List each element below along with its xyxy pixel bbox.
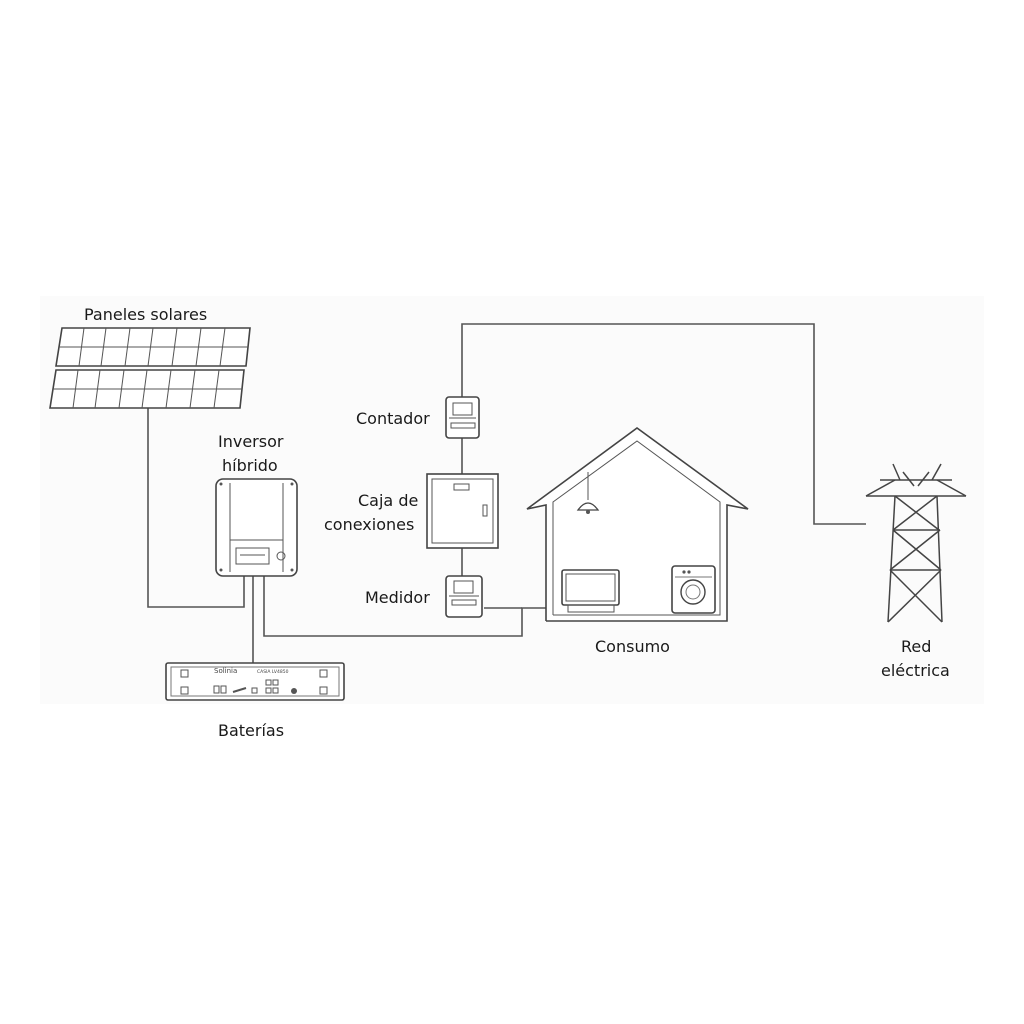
label-junction-line1: Caja de xyxy=(358,491,419,510)
battery-brand: Solinia xyxy=(214,667,237,675)
label-grid-line1: Red xyxy=(901,637,932,656)
label-solar-panels: Paneles solares xyxy=(84,305,208,324)
medidor-meter-icon xyxy=(445,575,483,618)
connection-lines xyxy=(147,323,866,663)
label-grid-line2: eléctrica xyxy=(881,661,950,680)
junction-box-icon xyxy=(426,473,499,549)
contador-meter-icon xyxy=(445,396,480,439)
label-medidor: Medidor xyxy=(365,588,430,607)
house-icon xyxy=(526,427,749,622)
solar-panels-icon xyxy=(49,327,251,409)
label-batteries: Baterías xyxy=(218,721,285,740)
inverter-to-meter-line xyxy=(263,575,546,637)
hybrid-inverter-icon xyxy=(215,478,298,577)
label-junction-line2: conexiones xyxy=(324,515,415,534)
label-contador: Contador xyxy=(356,409,430,428)
battery-icon: Solinia CASIA LV4850 xyxy=(165,662,345,701)
panels-to-inverter-line xyxy=(147,408,245,608)
label-inverter-line2: híbrido xyxy=(222,456,278,475)
grid-line xyxy=(461,323,866,525)
power-tower-icon xyxy=(865,463,967,623)
label-inverter-line1: Inversor xyxy=(218,432,284,451)
battery-model: CASIA LV4850 xyxy=(257,669,289,675)
label-consumption: Consumo xyxy=(595,637,670,656)
